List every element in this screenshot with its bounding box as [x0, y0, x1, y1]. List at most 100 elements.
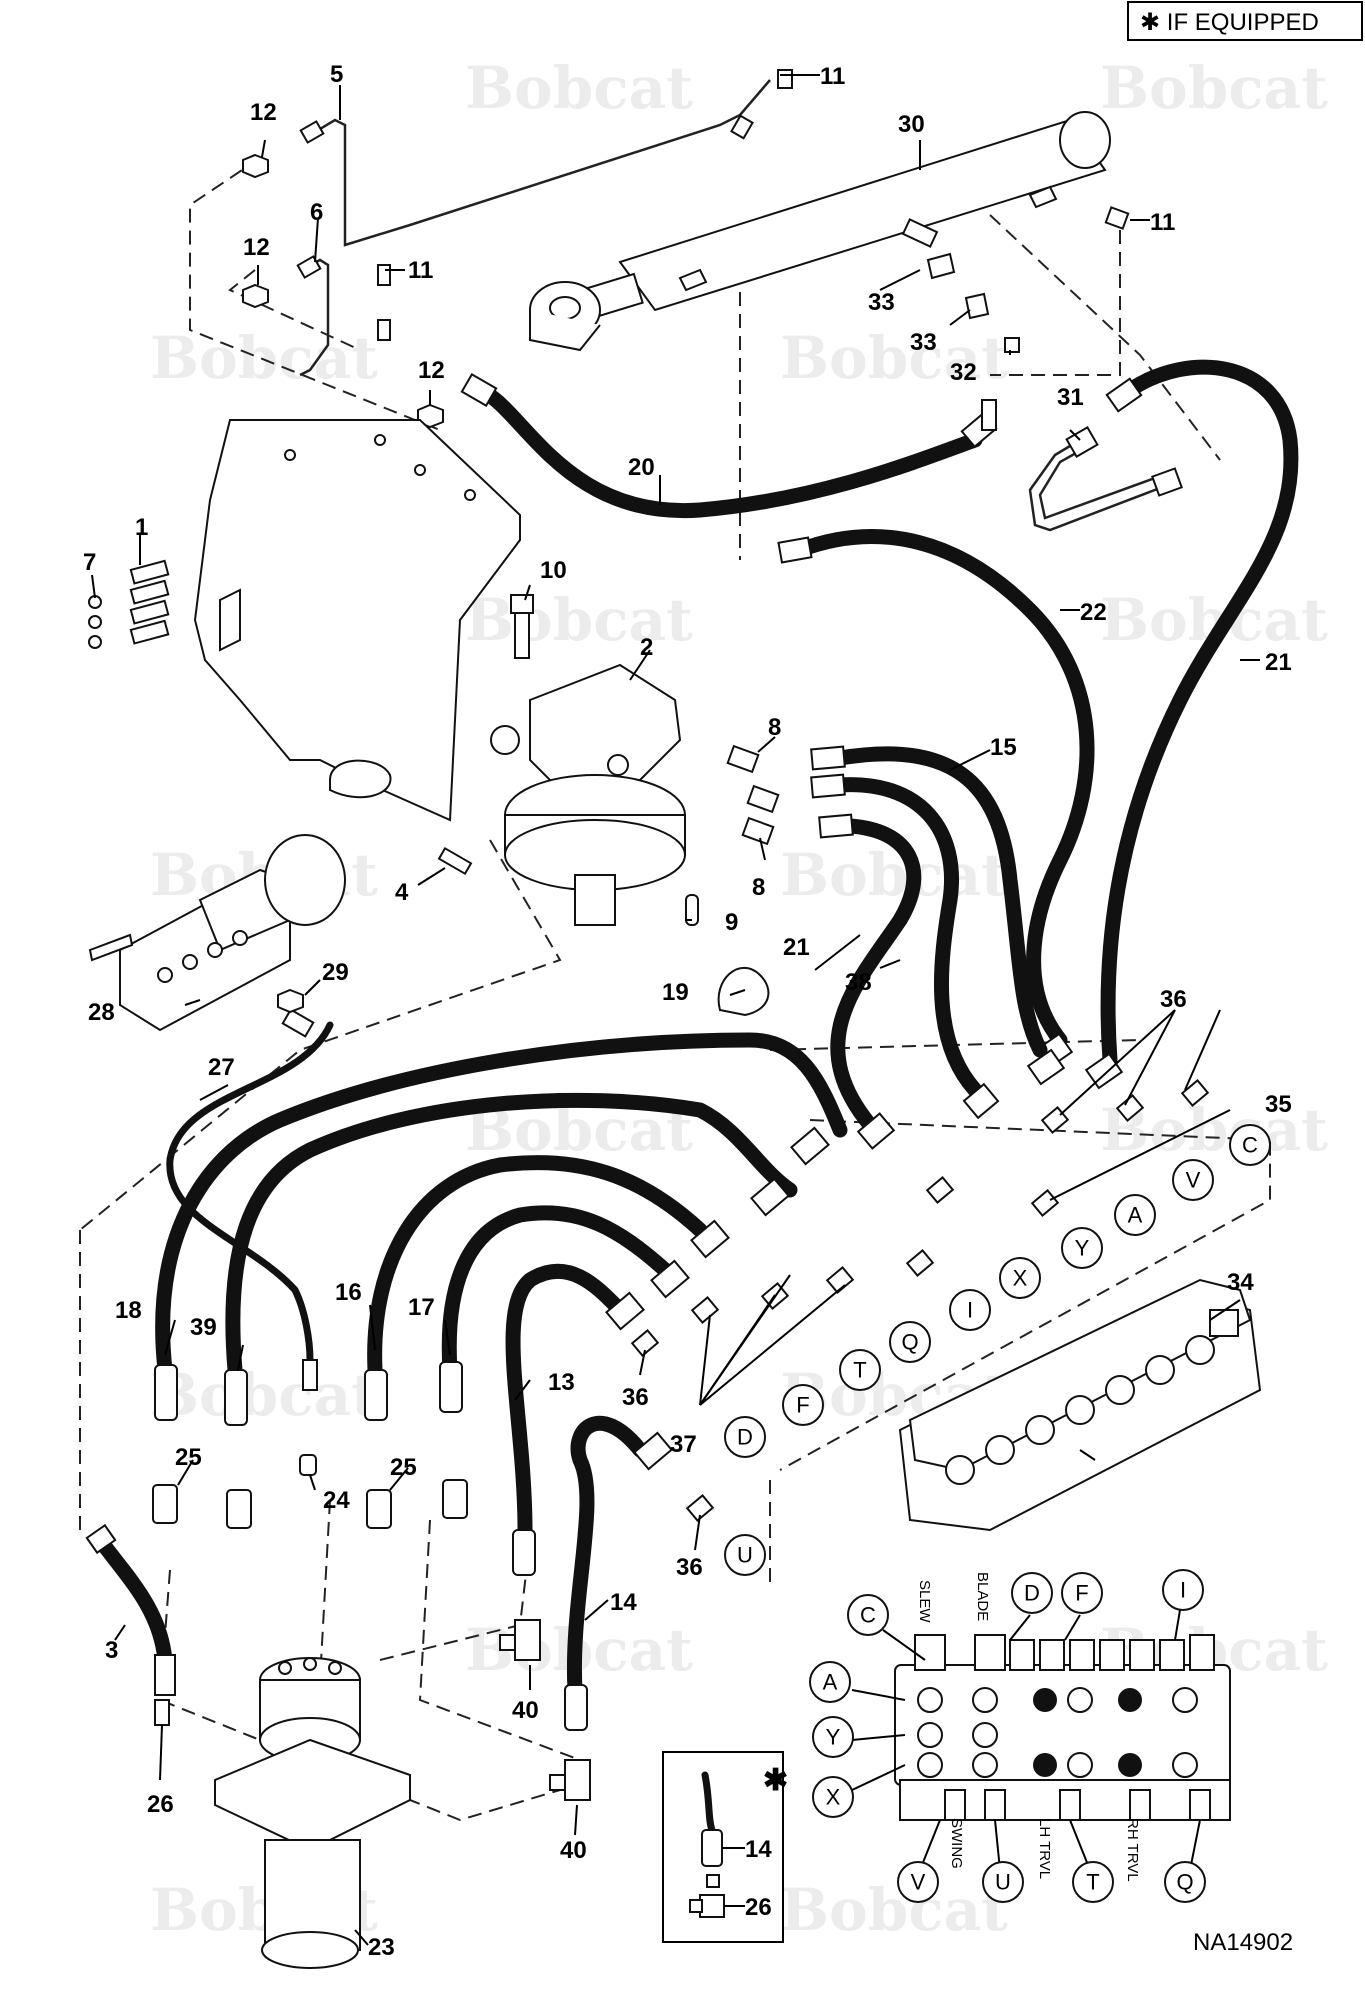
- port-y: Y: [1075, 1236, 1090, 1261]
- port-q: Q: [901, 1330, 918, 1355]
- boom-cylinder: [529, 111, 1111, 352]
- hose-16: [367, 1155, 708, 1378]
- lower-fittings: [152, 1454, 591, 1801]
- hose-3: [92, 1532, 173, 1668]
- inset-port-c: C: [860, 1603, 876, 1628]
- watermark: Bobcat: [465, 54, 693, 122]
- callout-36b: 36: [622, 1384, 649, 1411]
- bolt-10: [510, 594, 534, 659]
- callout-25b: 25: [390, 1454, 417, 1481]
- label-swing: SWING: [948, 1818, 965, 1869]
- inset-port-a: A: [823, 1670, 838, 1695]
- callout-4: 4: [395, 879, 409, 906]
- port-t: T: [853, 1358, 866, 1383]
- hose-18: [155, 1032, 848, 1378]
- callout-32: 32: [950, 359, 977, 386]
- callout-27: 27: [208, 1054, 235, 1081]
- callout-11c: 11: [408, 257, 433, 284]
- callout-1: 1: [135, 514, 148, 541]
- watermark: Bobcat: [150, 324, 378, 392]
- hose-20: [470, 382, 983, 519]
- hose-39: [225, 1092, 798, 1378]
- inset-port-x: X: [826, 1785, 841, 1810]
- hose-27: [166, 1021, 334, 1364]
- callout-14: 14: [610, 1589, 637, 1616]
- callout-13: 13: [548, 1369, 575, 1396]
- callout-30: 30: [898, 111, 925, 138]
- callout-3: 3: [105, 1637, 118, 1664]
- watermark: Bobcat: [780, 1876, 1008, 1944]
- hose-21-mid: [830, 818, 922, 1133]
- callout-12b: 12: [243, 234, 270, 261]
- hose-15: [832, 746, 1048, 1058]
- callout-36a: 36: [1160, 986, 1187, 1013]
- callout-35: 35: [1265, 1091, 1292, 1118]
- swing-motor: [490, 663, 686, 926]
- if-equipped-text: ✱ IF EQUIPPED: [1140, 9, 1319, 36]
- valve-block-28: [88, 834, 346, 1032]
- callout-12c: 12: [418, 357, 445, 384]
- upper-frame-bracket: [193, 419, 521, 822]
- callout-2: 2: [640, 634, 653, 661]
- callout-18: 18: [115, 1297, 142, 1324]
- callout-28: 28: [88, 999, 115, 1026]
- inset-port-v: V: [911, 1870, 926, 1895]
- watermark: Bobcat: [465, 586, 693, 654]
- callout-39: 39: [190, 1314, 217, 1341]
- watermark: Bobcat: [150, 1361, 378, 1429]
- callout-10: 10: [540, 557, 567, 584]
- callout-37: 37: [670, 1431, 697, 1458]
- callout-8a: 8: [768, 714, 781, 741]
- callout-34: 34: [1227, 1269, 1254, 1296]
- hose-22: [792, 529, 1095, 1048]
- hose-13: [505, 1263, 628, 1538]
- port-f: F: [796, 1393, 809, 1418]
- callout-33b: 33: [910, 329, 937, 356]
- callout-15: 15: [990, 734, 1017, 761]
- port-i: I: [967, 1298, 973, 1323]
- callout-36c: 36: [676, 1554, 703, 1581]
- if-equipped-note: ✱ IF EQUIPPED: [1127, 1, 1363, 41]
- option-callout-14: 14: [745, 1836, 772, 1863]
- inset-port-t: T: [1086, 1870, 1099, 1895]
- callout-24: 24: [323, 1487, 350, 1514]
- callout-7: 7: [83, 549, 96, 576]
- bent-tube-31: [1028, 425, 1183, 532]
- hose-38: [832, 777, 983, 1098]
- inset-port-d: D: [1024, 1581, 1040, 1606]
- port-u: U: [737, 1543, 753, 1568]
- watermark: Bobcat: [780, 324, 1008, 392]
- callout-38: 38: [845, 969, 872, 996]
- control-valve-34: [898, 1278, 1262, 1532]
- nuts: [242, 153, 444, 429]
- port-a: A: [1128, 1203, 1143, 1228]
- steel-tubes: [296, 69, 793, 377]
- callout-26: 26: [147, 1791, 174, 1818]
- optional-equipment-box: ✱ 14 26: [662, 1751, 788, 1943]
- hose-end-fittings: [154, 1126, 830, 1731]
- callout-6: 6: [310, 199, 323, 226]
- option-callout-26: 26: [745, 1894, 772, 1921]
- callout-8b: 8: [752, 874, 765, 901]
- adapters-1-7: [88, 559, 170, 649]
- callout-22: 22: [1080, 599, 1107, 626]
- port-c: C: [1242, 1133, 1258, 1158]
- inset-port-i: I: [1180, 1578, 1186, 1603]
- callout-16: 16: [335, 1279, 362, 1306]
- hose-17: [441, 1205, 673, 1378]
- watermark: Bobcat: [780, 841, 1008, 909]
- label-rh-trvl: RH TRVL: [1124, 1818, 1141, 1882]
- watermark: Bobcat: [1100, 54, 1328, 122]
- inset-function-labels: SLEW BLADE SWING LH TRVL RH TRVL: [916, 1572, 1141, 1882]
- inset-port-f: F: [1075, 1581, 1088, 1606]
- callout-23: 23: [368, 1934, 395, 1961]
- callout-12a: 12: [250, 99, 277, 126]
- hose-21: [1100, 359, 1299, 1068]
- callout-17: 17: [408, 1294, 435, 1321]
- label-slew: SLEW: [916, 1580, 933, 1623]
- callout-leaders: [91, 74, 1260, 1946]
- port-letter-circles: C V A Y X I Q T F D U: [724, 1124, 1271, 1576]
- callout-29: 29: [322, 959, 349, 986]
- callout-40a: 40: [512, 1697, 539, 1724]
